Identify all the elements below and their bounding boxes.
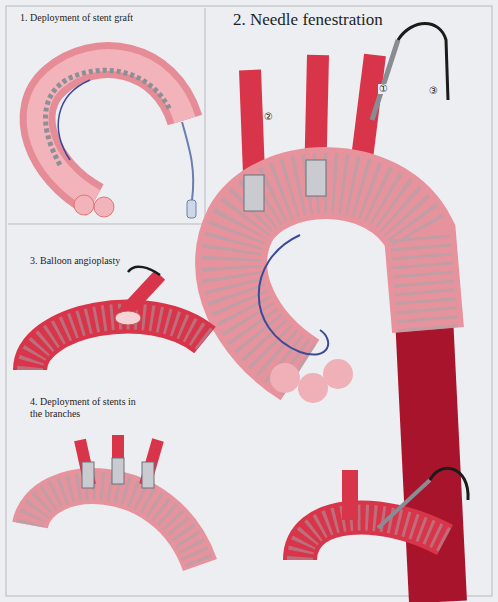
panel-3-arch-part: [30, 317, 205, 370]
panel-heading: 2. Needle fenestration: [225, 8, 487, 38]
panel-2-arch-part: [270, 363, 300, 393]
panel-1-arch-part: [182, 122, 193, 200]
panel-4-arch: [30, 435, 200, 565]
panel-4-arch-part: [30, 486, 200, 565]
branch-stents-part: [142, 462, 154, 488]
panel-2-inset-part: [300, 517, 445, 560]
panel-heading: 3. Balloon angioplasty: [10, 253, 200, 271]
branch-stents-part: [112, 458, 124, 484]
panel-1-arch-part: [38, 60, 185, 200]
panel-title: 3. Balloon angioplasty: [30, 255, 195, 267]
branch-stents-part: [306, 160, 326, 196]
panel-1-arch-part: [46, 70, 170, 165]
panel-1-arch-part: [38, 60, 185, 200]
branch-stents-part: [244, 175, 264, 211]
panel-2-arch: [231, 24, 448, 602]
panel-2-arch-part: [259, 235, 328, 355]
callout-number: ③: [428, 86, 439, 96]
panel-1-arch-part: [94, 197, 114, 217]
panel-heading: 1. Deployment of stent graft: [10, 10, 200, 30]
panel-3-arch-part: [115, 311, 141, 325]
callout-number: ②: [263, 112, 274, 122]
panel-3-arch: [30, 267, 205, 370]
panel-title: 2. Needle fenestration: [233, 10, 483, 30]
panel-heading: 4. Deployment of stents in the branches: [10, 394, 200, 424]
panel-3-arch-part: [30, 317, 205, 370]
panel-title: 4. Deployment of stents in the branches: [30, 396, 142, 419]
panel-2-inset-part: [342, 470, 358, 520]
branch-stents: [244, 160, 326, 211]
branch-stents-part: [82, 462, 94, 488]
panel-2-inset: [300, 468, 468, 560]
panel-title: 1. Deployment of stent graft: [20, 12, 195, 24]
panel-2-inset-part: [300, 517, 445, 560]
branch-stents: [82, 458, 154, 488]
panel-2-inset-part: [430, 468, 468, 500]
panel-2-arch-part: [323, 359, 353, 389]
frame-part: [8, 224, 205, 225]
panel-4-arch-part: [30, 486, 200, 565]
panel-1-arch-part: [187, 200, 196, 218]
panel-1-arch-part: [74, 195, 94, 215]
panel-2-arch-part: [398, 24, 448, 101]
panel-1-arch: [38, 60, 196, 218]
panel-3-arch-part: [128, 267, 160, 275]
panel-2-arch-part: [372, 40, 398, 120]
panel-1-arch-part: [58, 80, 90, 160]
callout-number: ①: [378, 84, 389, 94]
frame-part: [205, 8, 206, 224]
panel-2-inset-part: [378, 480, 430, 528]
